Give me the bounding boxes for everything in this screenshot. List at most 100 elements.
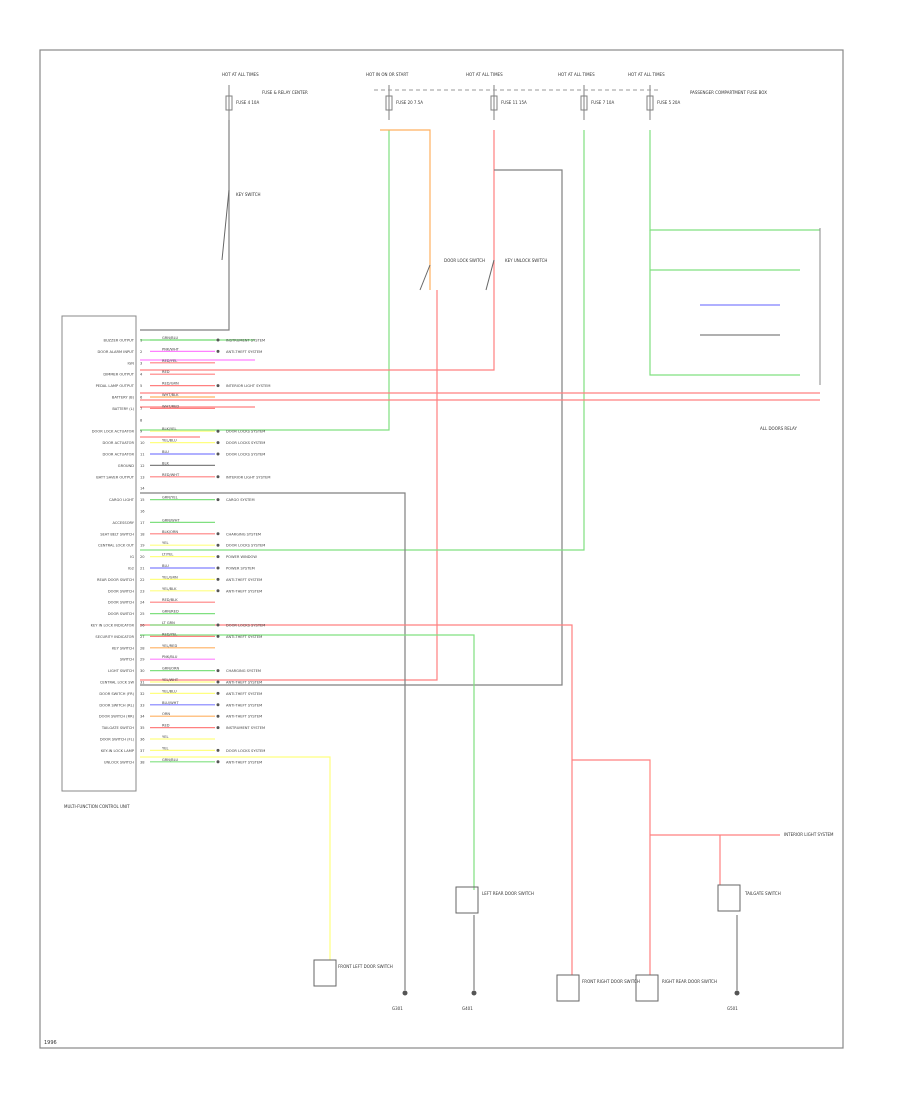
pin-number: 18 <box>140 532 145 536</box>
pin-destination: INTERIOR LIGHT SYSTEM <box>226 475 270 479</box>
pin-label: DOOR SWITCH (RR) <box>99 715 135 719</box>
pin-label: GROUND <box>118 464 134 468</box>
control-unit-label: MULTI-FUNCTION CONTROL UNIT <box>64 804 130 809</box>
pin-wire-color: LT GRN <box>162 621 175 625</box>
pin-wire-color: BLU <box>162 564 169 568</box>
pin-destination: INSTRUMENT SYSTEM <box>226 339 265 343</box>
pin-number: 38 <box>140 760 145 764</box>
pin-row: BATTERY (L) 7 WHT/RED <box>112 404 215 411</box>
pin-connector <box>216 338 220 342</box>
pin-connector <box>216 577 220 581</box>
pin-label: KEY SWITCH <box>112 646 134 650</box>
fuse-2-rating: FUSE 20 7.5A <box>396 100 423 105</box>
pin-connector <box>216 748 220 752</box>
pin-wire-color: RED/GRN <box>162 382 179 386</box>
pin-wire-color: GRN/RED <box>162 610 179 614</box>
pin-wire-color: BLK <box>162 461 169 465</box>
pin-label: DIMMER OUTPUT <box>103 373 134 377</box>
fuse-feeds: HOT AT ALL TIMES FUSE 4 10A FUSE & RELAY… <box>222 72 767 120</box>
pin-destination: ANTI-THEFT SYSTEM <box>226 681 262 685</box>
tailgate-switch-label: TAILGATE SWITCH <box>744 891 781 896</box>
key-switch-label: KEY SWITCH <box>236 192 261 197</box>
pin-wire-color: RED <box>162 724 170 728</box>
pin-number: 10 <box>140 441 145 445</box>
front-left-door-switch-label: FRONT LEFT DOOR SWITCH <box>338 964 393 969</box>
pin-row: 14 <box>140 487 145 491</box>
pin-label: IG2 <box>128 567 134 571</box>
pin-connector <box>216 726 220 730</box>
pin-wire-color: YEL <box>162 735 168 739</box>
pin-destination: ANTI-THEFT SYSTEM <box>226 589 262 593</box>
pin-connector <box>216 703 220 707</box>
pin-wire-color: YEL/BLU <box>162 439 177 443</box>
door-lock-switch-label: DOOR LOCK SWITCH <box>444 258 485 263</box>
pin-wire-color: RED/YEL <box>162 632 177 636</box>
pin-label: REAR DOOR SWITCH <box>97 578 134 582</box>
pin-number: 16 <box>140 510 145 514</box>
pin-destination: DOOR LOCKS SYSTEM <box>226 544 265 548</box>
pin-wire-color: GRN/BLU <box>162 758 178 762</box>
pin-wire-color: YEL/BLU <box>162 689 177 693</box>
component-labels: KEY SWITCH DOOR LOCK SWITCH KEY UNLOCK S… <box>44 192 834 1046</box>
pin-wire-color: BLK/YEL <box>162 427 177 431</box>
pin-row: CARGO LIGHT 15 GRN/YEL CARGO SYSTEM <box>109 496 255 503</box>
pin-wire-color: PNK/BLU <box>162 655 178 659</box>
pin-wire-color: WHT/RED <box>162 404 179 408</box>
fuse-1-feed: HOT AT ALL TIMES <box>222 72 259 77</box>
fuse-5-note: PASSENGER COMPARTMENT FUSE BOX <box>690 90 767 95</box>
pin-label: CARGO LIGHT <box>109 498 135 502</box>
pin-destination: ANTI-THEFT SYSTEM <box>226 760 262 764</box>
pin-destination: DOOR LOCKS SYSTEM <box>226 749 265 753</box>
pin-destination: CHARGING SYSTEM <box>226 532 261 536</box>
pin-destination: INSTRUMENT SYSTEM <box>226 726 265 730</box>
pin-number: 32 <box>140 692 145 696</box>
left-rear-door-switch-label: LEFT REAR DOOR SWITCH <box>482 891 534 896</box>
fuse-1-rating: FUSE 4 10A <box>236 100 259 105</box>
pin-label: DOOR SWITCH <box>108 589 134 593</box>
pin-wire-color: GRN/YEL <box>162 496 178 500</box>
pin-number: 22 <box>140 578 145 582</box>
pin-destination: DOOR LOCKS SYSTEM <box>226 453 265 457</box>
pin-destination: ANTI-THEFT SYSTEM <box>226 715 262 719</box>
pin-connector <box>216 429 220 433</box>
pin-number: 7 <box>140 407 142 411</box>
pin-number: 25 <box>140 612 145 616</box>
pin-destination: ANTI-THEFT SYSTEM <box>226 692 262 696</box>
pin-label: SEAT BELT SWITCH <box>100 532 134 536</box>
pin-number: 29 <box>140 658 145 662</box>
pin-destination: INTERIOR LIGHT SYSTEM <box>226 384 270 388</box>
pin-number: 36 <box>140 738 145 742</box>
switches <box>221 189 741 1002</box>
pin-label: SECURITY INDICATOR <box>95 635 134 639</box>
pin-number: 15 <box>140 498 145 502</box>
pin-connector <box>216 634 220 638</box>
pin-label: CENTRAL LOCK OUT <box>98 544 135 548</box>
pin-destination: CARGO SYSTEM <box>226 498 255 502</box>
pin-number: 28 <box>140 646 145 650</box>
pin-wire-color: GRN/ORN <box>162 667 180 671</box>
fuse-1-note: FUSE & RELAY CENTER <box>262 90 308 95</box>
pin-connector <box>216 691 220 695</box>
pin-label: KEY IN LOCK INDICATOR <box>91 624 135 628</box>
pin-connector <box>216 384 220 388</box>
ground-g301: G301 <box>392 1006 403 1011</box>
pin-number: 37 <box>140 749 145 753</box>
pin-label: DOOR SWITCH <box>108 612 134 616</box>
pin-label: BATTERY (L) <box>112 407 134 411</box>
pin-row: 8 <box>140 418 143 422</box>
pin-wire-color: YEL/WHT <box>162 678 179 682</box>
pin-destination: POWER WINDOW <box>226 555 257 559</box>
pin-number: 1 <box>140 339 142 343</box>
